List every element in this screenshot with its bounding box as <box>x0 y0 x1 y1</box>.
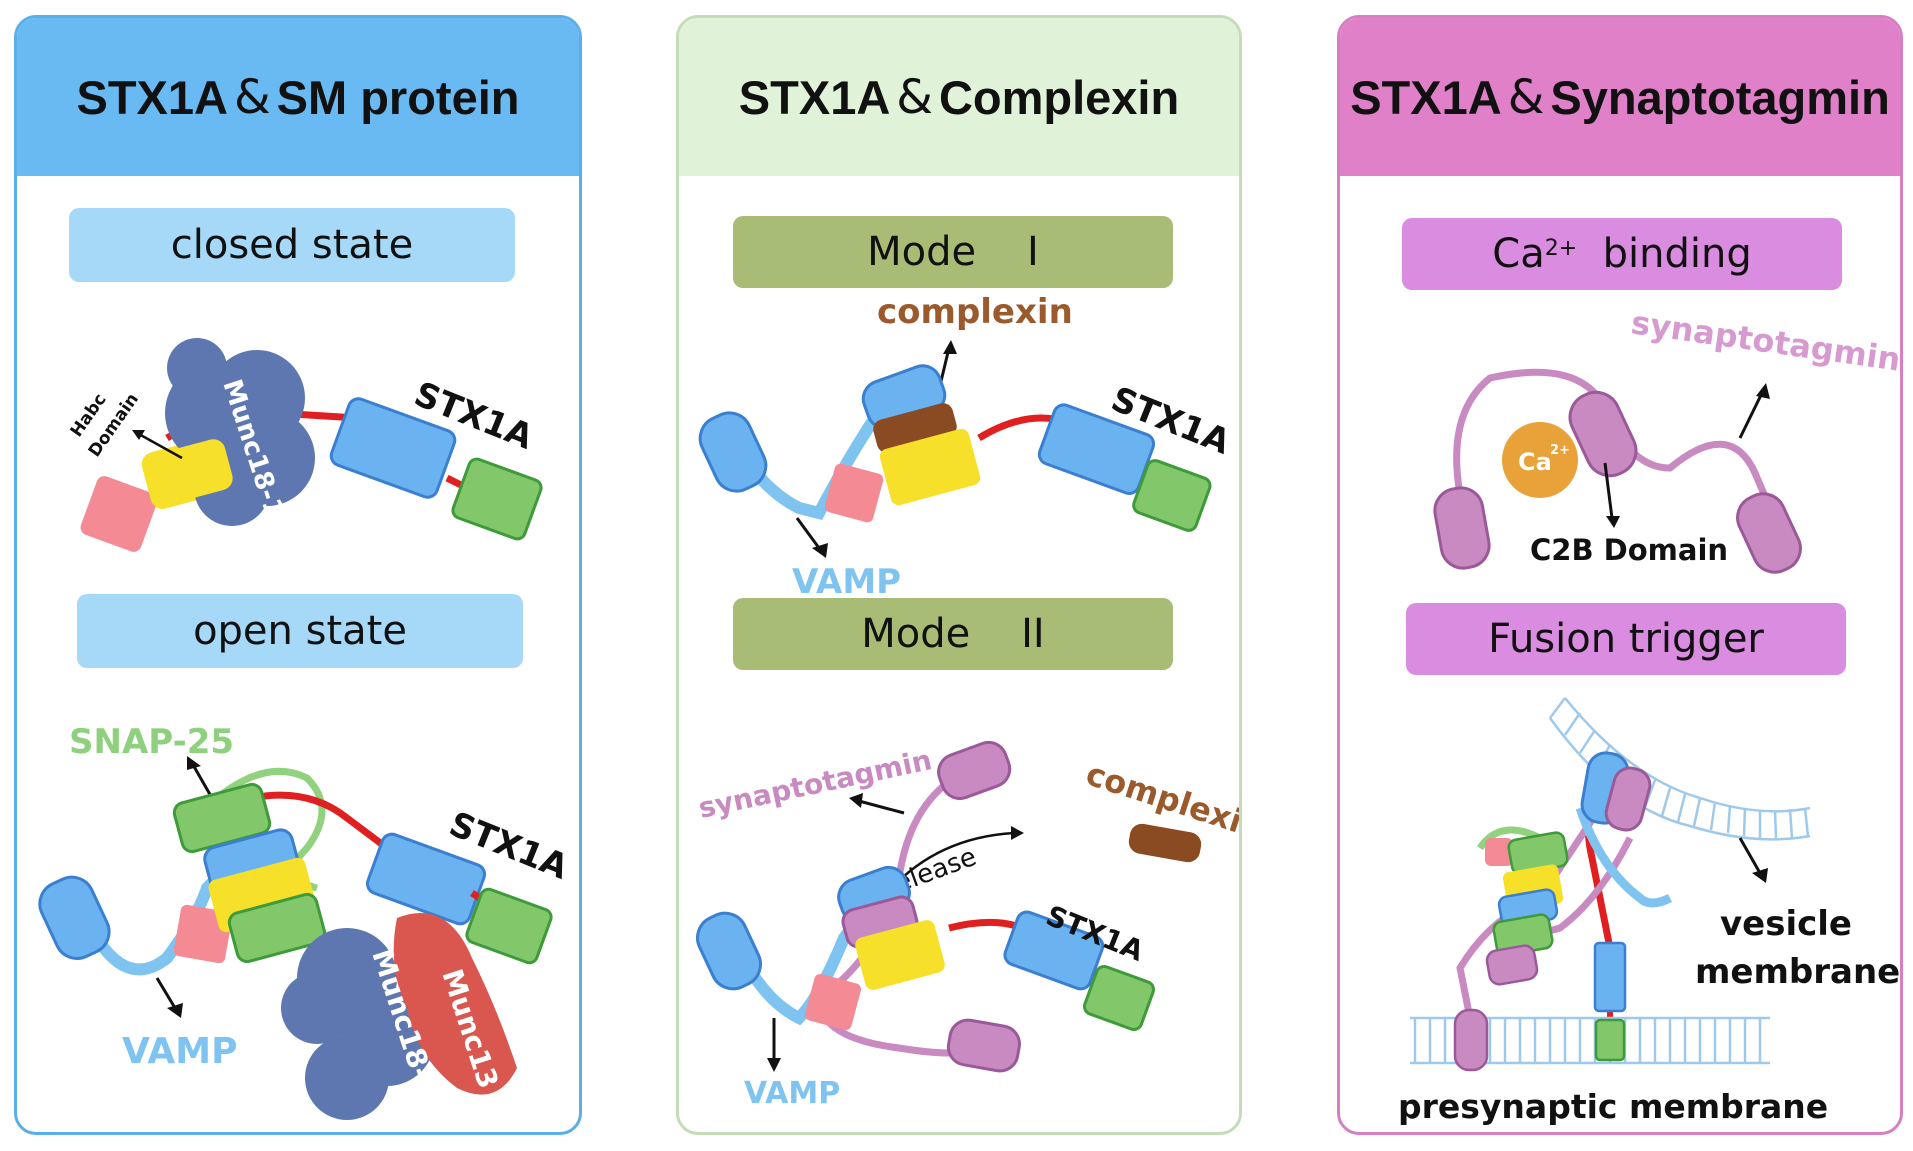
title-amp-3: & <box>1507 69 1545 125</box>
complexin-released <box>1128 823 1202 863</box>
synaptotagmin-label-3: synaptotagmin <box>1629 303 1903 378</box>
ca-binding-sup: 2+ <box>1544 235 1578 261</box>
title-stx1a-3: STX1A <box>1350 70 1502 124</box>
panel-complexin: STX1A & Complexin Mode I Mode II complex… <box>676 15 1242 1135</box>
presynaptic-membrane-label: presynaptic membrane <box>1398 1087 1828 1126</box>
munc18-open <box>281 928 435 1120</box>
munc13 <box>393 913 517 1095</box>
stx1a-tm-closed <box>451 457 543 541</box>
pink-domain <box>80 476 158 552</box>
fusion-trigger-pill: Fusion trigger <box>1406 603 1846 675</box>
vamp-label-1: VAMP <box>792 562 901 602</box>
ca-binding-suffix: binding <box>1577 231 1752 277</box>
ca-ion <box>1502 422 1578 498</box>
c2b-domain-label: C2B Domain <box>1530 533 1728 567</box>
title-stx1a: STX1A <box>76 70 229 124</box>
snap25-label: SNAP-25 <box>69 722 234 762</box>
complexin-helix-1 <box>873 403 957 453</box>
open-state-pill: open state <box>77 594 523 668</box>
title-amp: & <box>234 69 271 125</box>
mode-2-pill: Mode II <box>733 598 1173 670</box>
stx1a-tm-open <box>465 887 553 965</box>
sm-protein-illustration: Munc18-1 Habc Domain STX1A SNAP-25 STX1A… <box>38 338 574 1120</box>
mode-1-pill: Mode I <box>733 216 1173 288</box>
title-sm-protein: SM protein <box>276 70 520 124</box>
panel-header-sm: STX1A & SM protein <box>17 18 579 176</box>
panel-header-synaptotagmin: STX1A & Synaptotagmin <box>1340 18 1900 176</box>
vamp-tm-1 <box>698 411 768 493</box>
panel-header-complexin: STX1A & Complexin <box>679 18 1239 176</box>
vamp-label-2: VAMP <box>744 1076 840 1111</box>
complexin-illustration: complexin STX1A VAMP synaptotagmin relea… <box>696 292 1239 1111</box>
stx1a-h-domain-closed <box>329 397 457 499</box>
title-synaptotagmin: Synaptotagmin <box>1550 70 1890 124</box>
vamp-tm-open <box>38 875 111 960</box>
title-amp-2: & <box>896 69 933 125</box>
vesicle-label-2: membrane <box>1695 952 1900 992</box>
complexin-label-1: complexin <box>877 292 1073 332</box>
ca-ion-sup: 2+ <box>1550 443 1570 458</box>
synaptotagmin-illustration: synaptotagmin Ca 2+ C2B Domain <box>1398 303 1903 1126</box>
panel-sm-protein: STX1A & SM protein closed state open sta… <box>14 15 582 1135</box>
vamp-open-label: VAMP <box>122 1031 238 1072</box>
ca-binding-prefix: Ca <box>1492 231 1545 277</box>
title-stx1a-2: STX1A <box>738 70 891 124</box>
title-complexin: Complexin <box>938 70 1180 124</box>
ca-ion-label: Ca <box>1518 448 1552 476</box>
vesicle-label-1: vesicle <box>1720 904 1852 944</box>
closed-state-pill: closed state <box>69 208 515 282</box>
